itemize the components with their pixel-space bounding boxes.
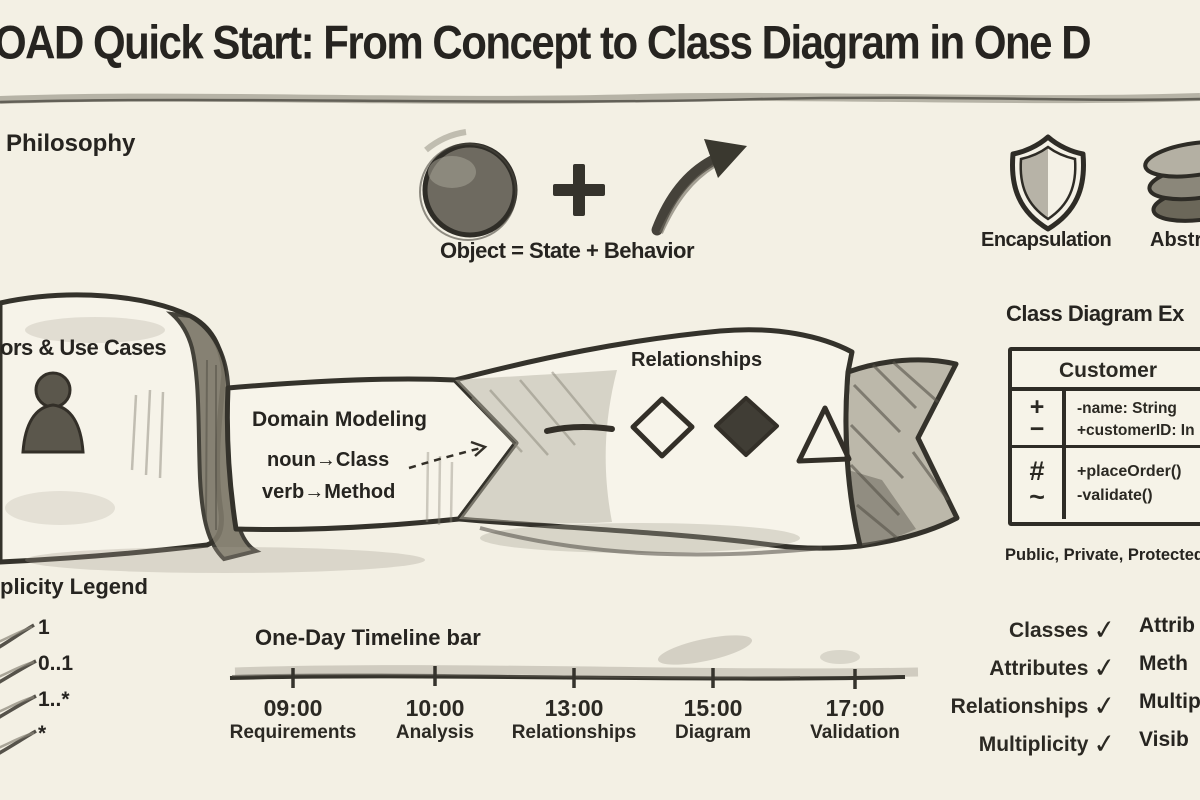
visibility-hash: #	[1029, 455, 1045, 486]
checklist-label: Multiplicity	[978, 733, 1089, 756]
timeline-time: 15:00	[683, 695, 743, 721]
checkmark-icon: ✓	[1092, 727, 1118, 761]
visibility-symbols-attributes: + −	[1012, 391, 1066, 445]
timeline-stop: 15:00 Diagram	[625, 694, 801, 744]
object-circle-icon	[419, 129, 518, 241]
association-line-icon	[544, 423, 615, 434]
ribbon-domain-panel	[224, 376, 519, 532]
visibility-caption: Public, Private, Protected	[1005, 546, 1200, 564]
inheritance-triangle-icon	[796, 405, 852, 464]
philosophy-heading: Philosophy	[6, 130, 136, 157]
shield-icon	[1009, 134, 1087, 232]
timeline-stop: 17:00 Validation	[767, 694, 943, 744]
checklist-clipped-label: Attrib	[1139, 614, 1195, 637]
checklist-label: Classes	[1008, 619, 1089, 642]
actors-use-cases-heading: ors & Use Cases	[0, 335, 167, 360]
visibility-plus: +	[1029, 393, 1045, 421]
checkmark-icon: ✓	[1092, 689, 1118, 723]
timeline-label: Analysis	[395, 722, 475, 743]
checklist-label: Attributes	[989, 657, 1089, 680]
timeline-label: Relationships	[511, 722, 637, 743]
page-title: OAD Quick Start: From Concept to Class D…	[0, 16, 1092, 69]
checklist-row: Attributes✓	[880, 651, 1118, 685]
timeline-heading: One-Day Timeline bar	[255, 625, 481, 650]
legend-item: *	[38, 722, 47, 745]
checklist-clipped-label: Multip	[1139, 690, 1200, 713]
plus-icon	[553, 164, 605, 216]
domain-modeling-label: Domain Modeling	[252, 408, 427, 431]
legend-line-icons	[0, 623, 37, 755]
checklist-label: Relationships	[950, 695, 1089, 718]
layers-icon	[1143, 139, 1200, 223]
timeline-time: 13:00	[544, 695, 604, 721]
checkmark-icon: ✓	[1092, 613, 1118, 647]
behavior-arrow-icon	[651, 139, 747, 236]
checklist-row: Relationships✓	[880, 689, 1118, 723]
uml-attributes: -name: String +customerID: In	[1066, 391, 1195, 445]
composition-diamond-icon	[714, 396, 779, 457]
uml-method: -validate()	[1077, 487, 1153, 504]
visibility-minus: −	[1029, 415, 1045, 443]
uml-attribute: -name: String	[1077, 400, 1177, 417]
legend-item: 1	[38, 616, 50, 639]
person-icon	[21, 371, 85, 454]
visibility-tilde: ~	[1029, 481, 1045, 512]
multiplicity-legend-heading: plicity Legend	[0, 574, 148, 599]
timeline-time: 17:00	[825, 695, 885, 721]
verb-method-mapping: verb→Method	[262, 481, 396, 503]
checklist-clipped-label: Visib	[1139, 728, 1189, 751]
aggregation-diamond-icon	[630, 396, 695, 459]
checkmark-icon: ✓	[1092, 651, 1118, 685]
class-diagram-heading: Class Diagram Ex	[1006, 301, 1184, 326]
timeline-label: Validation	[810, 722, 900, 743]
uml-methods: +placeOrder() -validate()	[1066, 448, 1181, 519]
encapsulation-label: Encapsulation	[981, 229, 1112, 251]
ribbon-banner	[0, 292, 960, 573]
ribbon-tail	[843, 357, 960, 549]
abstraction-label: Abstr	[1150, 229, 1200, 251]
uml-method: +placeOrder()	[1077, 463, 1182, 480]
timeline-label: Diagram	[674, 722, 752, 743]
checklist-clipped-label: Meth	[1139, 652, 1188, 675]
uml-attribute: +customerID: In	[1077, 422, 1195, 439]
timeline-stop: 13:00 Relationships	[486, 694, 662, 744]
checklist-row: Multiplicity✓	[880, 727, 1118, 761]
visibility-symbols-methods: # ~	[1012, 448, 1066, 519]
uml-methods-row: # ~ +placeOrder() -validate()	[1012, 448, 1200, 519]
uml-attributes-row: + − -name: String +customerID: In	[1012, 391, 1200, 448]
timeline-label: Requirements	[229, 722, 357, 743]
timeline-stop: 10:00 Analysis	[347, 694, 523, 744]
dashed-arrow-icon	[408, 440, 488, 470]
object-formula: Object = State + Behavior	[440, 238, 695, 263]
relationships-heading: Relationships	[631, 349, 763, 371]
legend-item: 1..*	[38, 688, 70, 711]
timeline-time: 09:00	[263, 695, 323, 721]
timeline-line	[229, 635, 919, 689]
checklist-row: Classes✓	[880, 613, 1118, 647]
noun-class-mapping: noun→Class	[267, 449, 390, 471]
timeline-ticks	[291, 666, 857, 689]
legend-item: 0..1	[38, 652, 74, 675]
timeline-stop: 09:00 Requirements	[205, 694, 381, 744]
uml-class-name: Customer	[1012, 351, 1200, 391]
title-underline	[0, 92, 1200, 104]
ribbon-fold	[165, 311, 262, 562]
timeline-time: 10:00	[405, 695, 465, 721]
uml-class-box: Customer + − -name: String +customerID: …	[1008, 347, 1200, 526]
